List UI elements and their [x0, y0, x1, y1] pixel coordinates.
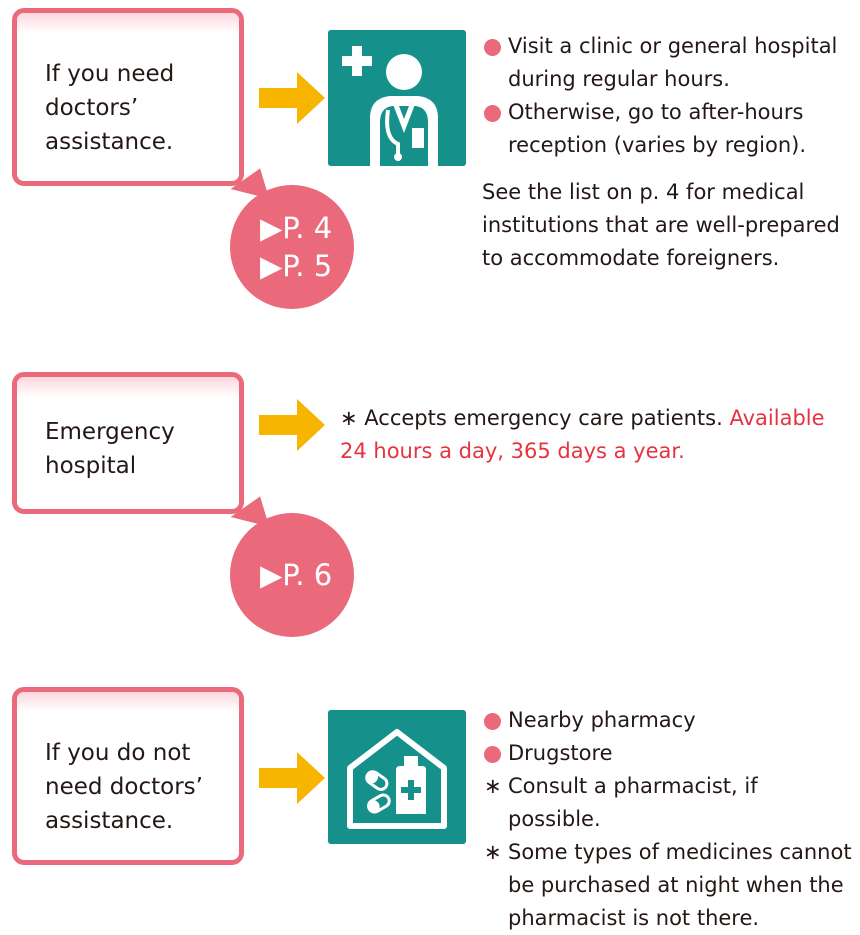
- list-item: ∗ Consult a pharmacist, if possible.: [484, 770, 854, 836]
- star-mark: ∗: [484, 774, 502, 798]
- card-label: If you do not need doctors’ assistance.: [45, 740, 203, 834]
- star-mark: ∗: [484, 840, 502, 864]
- list-item: Drugstore: [484, 737, 854, 770]
- bullet-dot: [484, 746, 501, 763]
- bullet-dot: [484, 39, 501, 56]
- availability-text: Available 24 hours a day, 365 days a yea…: [340, 406, 825, 463]
- list-item: Visit a clinic or general hospital durin…: [484, 30, 844, 96]
- arrow-right-icon: [259, 72, 325, 124]
- card-no-doctor: If you do not need doctors’ assistance.: [12, 687, 244, 865]
- page-ref: ▶P. 6: [260, 558, 333, 592]
- arrow-right-icon: [259, 399, 325, 451]
- list-item: Nearby pharmacy: [484, 704, 854, 737]
- pharmacy-icon: [328, 710, 466, 844]
- card-label: If you need doctors’ assistance.: [45, 61, 175, 155]
- star-mark: ∗: [340, 406, 358, 430]
- arrow-right-icon: [259, 752, 325, 804]
- list-item: Otherwise, go to after-hours reception (…: [484, 96, 844, 162]
- card-need-doctor: If you need doctors’ assistance.: [12, 8, 244, 186]
- bullet-list: Nearby pharmacy Drugstore ∗ Consult a ph…: [484, 704, 854, 935]
- note-text: See the list on p. 4 for medical institu…: [482, 180, 840, 270]
- bullet-dot: [484, 713, 501, 730]
- page-ref: ▶P. 4: [260, 211, 333, 245]
- bullet-dot: [484, 105, 501, 122]
- doctor-icon: [328, 30, 466, 166]
- page-ref-circle: ▶P. 6: [230, 513, 354, 637]
- bullet-list: Visit a clinic or general hospital durin…: [484, 30, 844, 162]
- list-item: ∗ Some types of medicines cannot be purc…: [484, 836, 854, 935]
- page-ref: ▶P. 5: [260, 249, 333, 283]
- card-emergency: Emergency hospital: [12, 372, 244, 514]
- emergency-note: ∗ Accepts emergency care patients. Avail…: [340, 402, 840, 468]
- note-text: Accepts emergency care patients.: [364, 406, 730, 430]
- card-label: Emergency hospital: [45, 419, 175, 479]
- page-ref-circle: ▶P. 4 ▶P. 5: [230, 185, 354, 309]
